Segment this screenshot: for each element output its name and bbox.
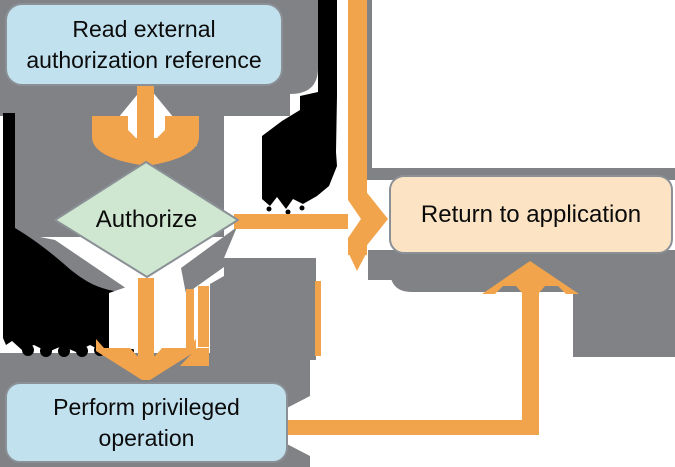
read-to-authorize-arrow [92,84,199,171]
fail-arrow-label-blob [262,0,337,215]
authorize-to-return-arrow [234,189,388,249]
node-authorize [54,161,239,278]
node-return-application [389,175,673,254]
perform-to-return-arrow [281,261,579,435]
node-perform [5,382,288,463]
authorize-to-perform-arrow [96,278,321,380]
top-entry-bar [348,0,367,271]
node-read-external [5,3,283,86]
